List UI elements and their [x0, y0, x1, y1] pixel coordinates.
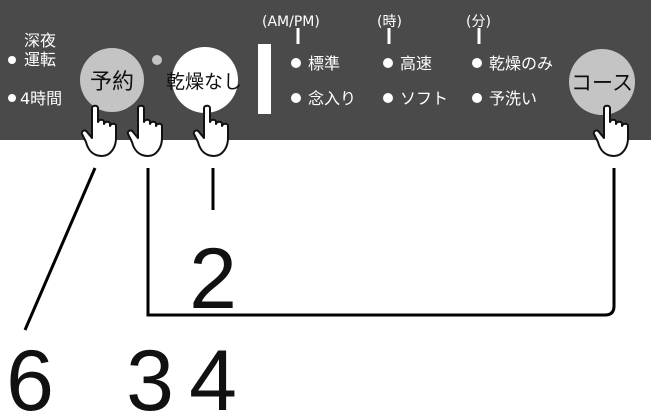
soft-indicator: [383, 93, 393, 103]
course-button-label: コース: [571, 71, 633, 95]
dry-only-label: 乾燥のみ: [489, 54, 553, 73]
thorough-label: 念入り: [308, 89, 356, 108]
soft-label: ソフト: [400, 89, 448, 108]
late-night-label-line2: 運転: [24, 50, 56, 69]
thorough-indicator: [291, 93, 301, 103]
fast-indicator: [383, 58, 393, 68]
late-night-label-line1: 深夜: [24, 31, 56, 50]
step-number-2: 2: [189, 231, 237, 327]
step-number-6: 6: [6, 333, 54, 416]
prewash-label: 予洗い: [489, 89, 537, 108]
time-display-bar: [258, 44, 271, 114]
reserve-button-label: 予約: [90, 70, 134, 95]
dry-only-indicator: [472, 58, 482, 68]
standard-indicator: [291, 58, 301, 68]
no-dry-indicator: [152, 55, 162, 65]
step-number-3: 3: [126, 333, 174, 416]
no-dry-button[interactable]: 乾燥なし: [166, 47, 242, 113]
ampm-label: (AM/PM): [262, 14, 320, 30]
fast-label: 高速: [400, 54, 432, 73]
four-hour-indicator: [8, 94, 16, 102]
standard-label: 標準: [308, 54, 340, 73]
prewash-indicator: [472, 93, 482, 103]
step-number-4: 4: [189, 333, 237, 416]
reserve-button[interactable]: 予約: [80, 48, 144, 112]
leader-line-reserve: [23, 167, 97, 331]
four-hour-label: 4時間: [20, 89, 62, 108]
course-button[interactable]: コース: [569, 49, 635, 115]
hour-label: (時): [377, 14, 402, 30]
leader-line-indicator-course: [146, 168, 616, 317]
late-night-indicator: [8, 56, 16, 64]
no-dry-button-label: 乾燥なし: [166, 71, 242, 93]
minute-label: (分): [466, 14, 491, 30]
